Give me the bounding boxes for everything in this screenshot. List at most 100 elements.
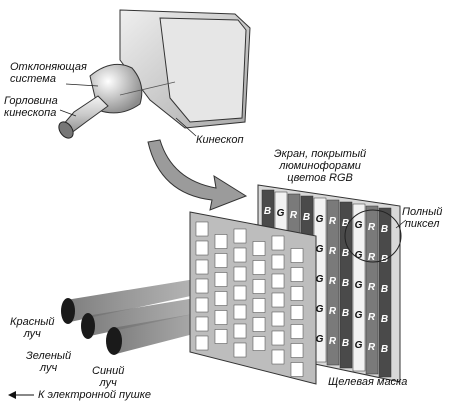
phosphor-letter: G [355,340,363,351]
phosphor-letter: B [381,344,388,355]
mask-slot [271,254,285,270]
phosphor-letter: R [329,276,337,287]
phosphor-letter: G [316,214,324,225]
phosphor-letter: G [355,310,363,321]
mask-slot [290,286,304,301]
mask-slot [271,292,285,308]
mask-slot [233,323,247,339]
phosphor-letter: G [316,304,324,315]
phosphor-letter: B [264,206,271,217]
mask-slot [233,247,247,263]
mask-slot [252,260,266,275]
phosphor-letter: B [303,212,310,223]
left-arrow-icon [8,391,34,399]
mask-slot [195,316,209,332]
phosphor-letter: G [355,220,363,231]
mask-slot [214,310,228,325]
mask-slot [214,234,228,249]
mask-slot [195,240,209,256]
mask-slot [271,349,285,365]
mask-slot [290,305,304,320]
phosphor-letter: G [355,250,363,261]
phosphor-letter: R [368,282,376,293]
phosphor-letter: R [368,342,376,353]
mask-slot [271,311,285,327]
mask-slot [233,304,247,320]
mask-slot [233,285,247,301]
phosphor-letter: B [342,338,349,349]
phosphor-letter: G [355,280,363,291]
phosphor-stripe [326,199,340,366]
mask-slot [290,343,304,358]
phosphor-letter: R [368,252,376,263]
mask-slot [195,221,209,237]
mask-slot [290,248,304,263]
mask-slot [214,272,228,287]
mask-slot [195,335,209,351]
inner-beam-line [119,81,176,96]
mask-slot [290,362,304,377]
mask-slot [233,228,247,244]
mask-slot [214,253,228,268]
mask-slot [214,329,228,344]
red-gun-icon [61,298,75,324]
mask-slot [233,342,247,358]
mask-slot [252,241,266,256]
phosphor-letter: B [342,218,349,229]
kinescope-label: Кинескоп [196,134,244,146]
mask-slot [271,330,285,346]
phosphor-stripe [339,201,353,369]
phosphor-letter: R [329,306,337,317]
phosphor-letter: B [381,224,388,235]
phosphor-letter: B [342,278,349,289]
kinescope [58,9,251,139]
phosphor-letter: G [316,334,324,345]
phosphor-letter: G [316,244,324,255]
mask-slot [252,279,266,294]
blue-gun-icon [106,327,122,355]
mask-slot [271,273,285,289]
phosphor-letter: B [381,284,388,295]
phosphor-letter: R [329,246,337,257]
phosphor-letter: B [342,308,349,319]
phosphor-letter: B [381,314,388,325]
mask-slot [233,266,247,282]
curved-arrow-icon [147,139,248,211]
mask-slots [195,221,304,377]
slot-mask-label: Щелевая маска [328,376,408,388]
mask-slot [290,324,304,339]
phosphor-letter: R [368,312,376,323]
neck-base [58,121,74,139]
phosphor-letter: G [316,274,324,285]
mask-slot [271,235,285,251]
phosphor-letter: R [368,222,376,233]
phosphor-stripe [352,203,366,372]
phosphor-letter: R [329,216,337,227]
mask-slot [195,278,209,294]
mask-slot [195,259,209,275]
phosphor-letter: B [342,248,349,259]
kinescope-screen-face [159,17,247,123]
phosphor-stripe [378,207,392,378]
electron-gun-label: К электронной пушке [38,389,152,401]
mask-slot [195,297,209,313]
phosphor-letter: R [329,336,337,347]
mask-slot [214,291,228,306]
phosphor-letter: G [277,208,285,219]
mask-slot [290,267,304,282]
slot-mask [189,211,317,385]
green-gun-icon [81,313,95,339]
pixel-circle-icon [344,209,407,263]
mask-slot [252,317,266,332]
leader-lines [59,83,197,137]
phosphor-stripe [365,205,379,375]
